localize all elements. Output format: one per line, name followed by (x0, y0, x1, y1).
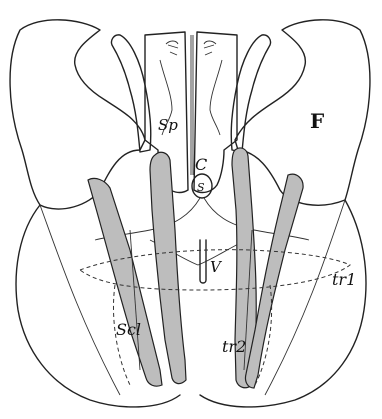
label-V: V (210, 258, 223, 276)
label-tr2: tr2 (222, 337, 246, 356)
central-spine (191, 35, 193, 175)
label-F: F (310, 109, 324, 133)
left-upper-lobe (10, 20, 145, 209)
right-plate-inner-line (204, 45, 214, 55)
left-sclerite-bar (150, 152, 186, 383)
left-mark (166, 41, 178, 44)
right-upper-lobe (235, 20, 370, 205)
right-inner-contour (210, 60, 222, 135)
right-mark (204, 41, 216, 44)
label-Sp: Sp (158, 116, 178, 134)
label-C: C (195, 155, 207, 174)
label-tr1: tr1 (332, 270, 356, 289)
left-sclerite-outer (88, 178, 162, 386)
label-Scl: Scl (116, 320, 141, 339)
left-plate-inner-line (168, 45, 178, 55)
label-S: S (197, 181, 205, 194)
